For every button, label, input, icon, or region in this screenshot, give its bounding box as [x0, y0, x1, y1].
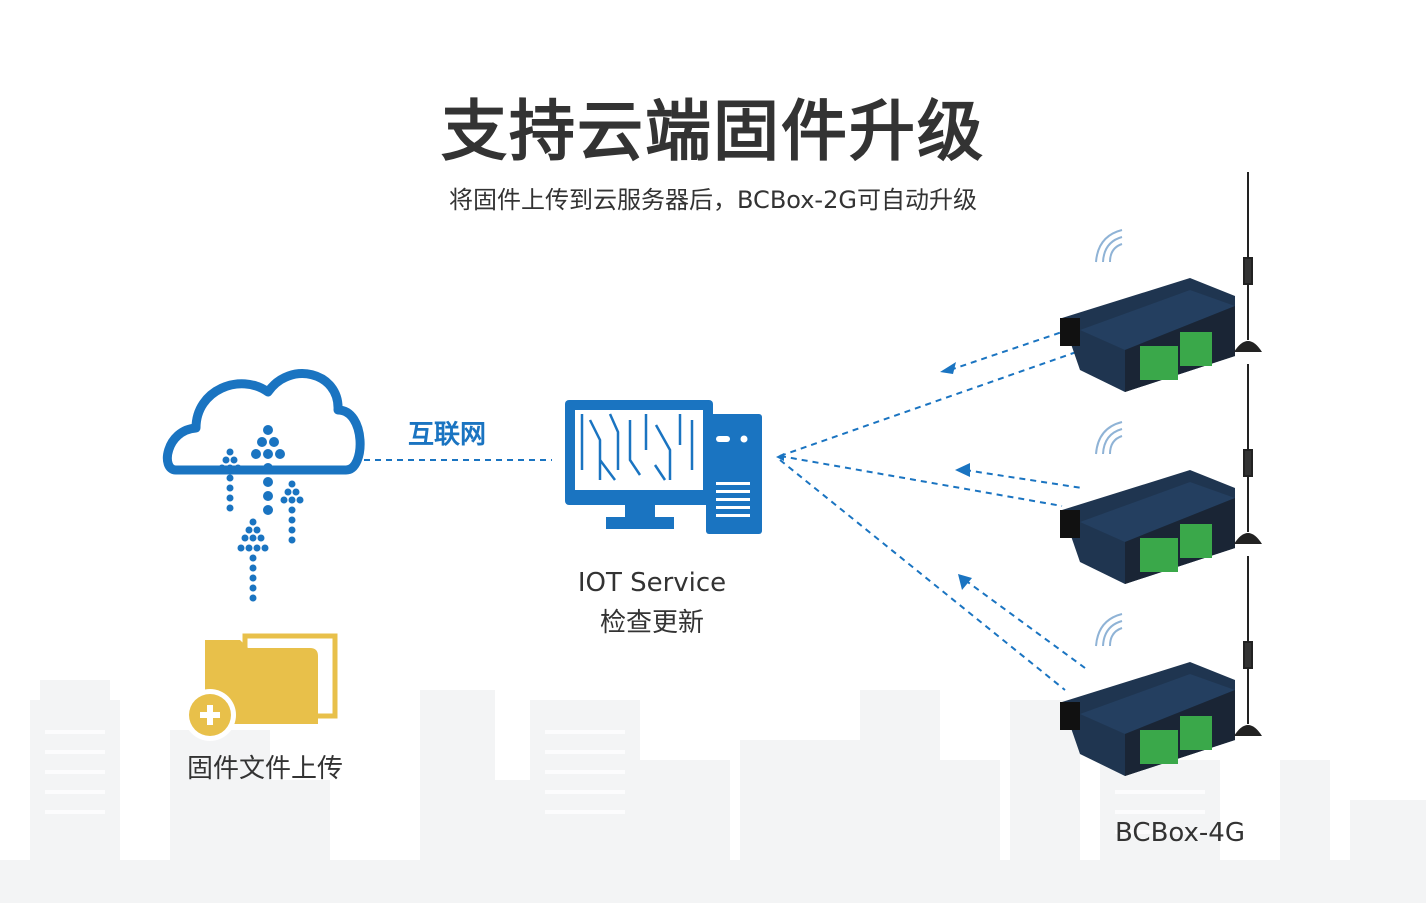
router-device-icon: [1060, 364, 1262, 584]
antenna-icon: [1243, 172, 1253, 340]
antenna-icon: [1243, 364, 1253, 532]
page-subtitle: 将固件上传到云服务器后，BCBox-2G可自动升级: [449, 186, 977, 214]
wifi-signal-icon: [1095, 229, 1123, 263]
wifi-signal-icon: [1095, 613, 1123, 647]
router-device-icon: [1060, 172, 1262, 392]
firmware-upload-label: 固件文件上传: [186, 754, 343, 784]
page-title: 支持云端固件升级: [441, 93, 985, 170]
device-label: BCBox-4G: [1115, 818, 1245, 848]
computer-server-icon: [565, 400, 762, 534]
router-device-icon: [1060, 556, 1262, 776]
internet-label: 互联网: [408, 420, 487, 450]
antenna-icon: [1243, 556, 1253, 724]
wifi-signal-icon: [1095, 421, 1123, 455]
check-update-label: 检查更新: [599, 608, 704, 638]
cloud-upload-icon: [162, 369, 365, 602]
folder-add-icon: [184, 633, 338, 741]
iot-service-label: IOT Service: [577, 568, 727, 598]
device-links: [779, 331, 1086, 691]
